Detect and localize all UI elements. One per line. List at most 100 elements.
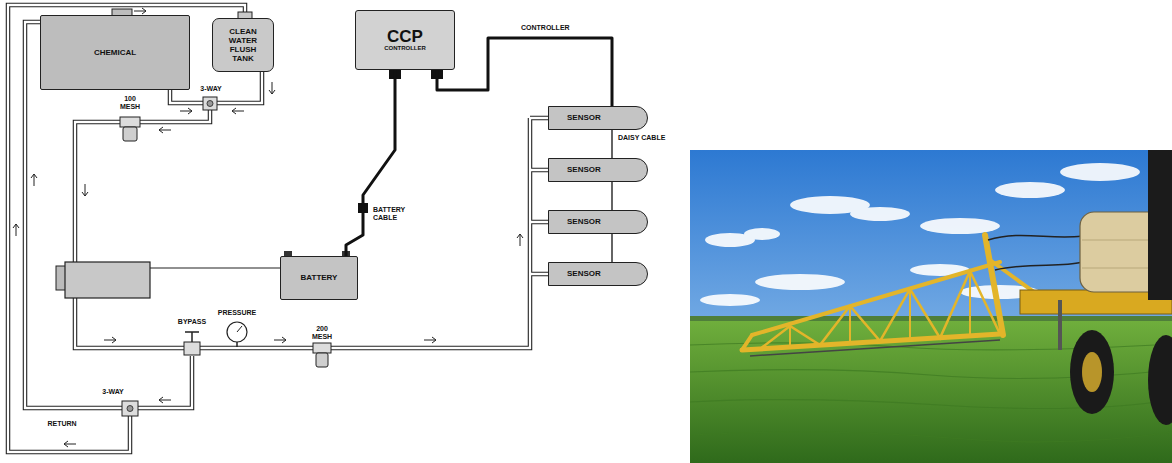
- sky: [690, 150, 1172, 463]
- flow-arrow: [180, 108, 192, 114]
- boom-truss: [760, 271, 1000, 349]
- daisy-cable: [611, 182, 612, 210]
- power-wire: [150, 256, 288, 268]
- cab: [1148, 150, 1172, 300]
- wheel: [1148, 335, 1172, 425]
- cloud: [755, 274, 845, 290]
- cloud: [744, 228, 780, 240]
- valve-label-box: 3-WAY: [101, 388, 125, 396]
- cable-label-box: CONTROLLER: [520, 24, 571, 32]
- node-text: BATTERY: [301, 273, 338, 282]
- pipe-run: [8, 5, 548, 452]
- sprayer-photo: [690, 150, 1172, 463]
- valve-core: [207, 101, 213, 107]
- flow-arrow: [159, 397, 171, 403]
- node-text: CLEAN WATER FLUSH TANK: [225, 27, 261, 64]
- controller-cable: [437, 38, 612, 106]
- boom-mast: [985, 235, 1003, 335]
- flow-arrow: [159, 127, 171, 133]
- gauge-label-box: PRESSURE: [217, 309, 258, 317]
- sensor-box: SENSOR: [548, 210, 648, 234]
- cable-label: DAISY CABLE: [617, 134, 666, 142]
- sensor-box: SENSOR: [548, 158, 648, 182]
- boom-lower-chord: [742, 334, 1000, 350]
- three-way-valve: [203, 97, 217, 110]
- node-text: SENSOR: [567, 165, 601, 174]
- daisy-cable: [611, 234, 612, 262]
- boom-struts: [790, 271, 970, 347]
- cable-label-box: BATTERY CABLE: [372, 206, 418, 222]
- flow-arrows: [13, 8, 523, 447]
- filter-bowl: [123, 127, 137, 141]
- flush-tank: CLEAN WATER FLUSH TANK: [212, 18, 274, 72]
- cloud: [700, 294, 760, 306]
- filter-label-box: 100 MESH: [116, 95, 144, 111]
- flow-arrow: [31, 174, 37, 186]
- boom: [742, 235, 1045, 350]
- node-text: SENSOR: [567, 269, 601, 278]
- valve-label-box: BYPASS: [177, 318, 207, 326]
- wheel-hub: [1082, 352, 1102, 392]
- cable-label: BATTERY CABLE: [372, 206, 418, 222]
- cloud: [1060, 163, 1140, 181]
- filter-head: [313, 343, 331, 353]
- sensor-box: SENSOR: [548, 106, 648, 130]
- cloud: [850, 207, 910, 221]
- node-text: CHEMICAL: [94, 48, 136, 57]
- cable-label-box: DAISY CABLE: [617, 134, 666, 142]
- node-text: SENSOR: [567, 113, 601, 122]
- flow-arrow: [64, 441, 76, 447]
- field: [690, 321, 1172, 463]
- valve-core: [127, 406, 133, 412]
- filter-bowl: [316, 353, 328, 367]
- cloud: [995, 182, 1065, 198]
- pump-body: [65, 262, 150, 298]
- controller-box: CCPCONTROLLER: [355, 10, 455, 70]
- cable-label: CONTROLLER: [520, 24, 571, 32]
- filter-head: [120, 117, 140, 127]
- flow-arrow: [82, 184, 88, 196]
- valve-handle: [185, 332, 199, 342]
- pipe-core-run: [8, 5, 548, 452]
- flow-arrow: [13, 224, 19, 236]
- node-text: SENSOR: [567, 217, 601, 226]
- crop-row: [690, 432, 1172, 442]
- boom-upper-chord: [752, 262, 1000, 335]
- filter-label: 200 MESH: [308, 325, 336, 341]
- bypass-valve: [184, 342, 200, 355]
- filter-label-box: 200 MESH: [308, 325, 336, 341]
- valve-label-box: 3-WAY: [199, 85, 223, 93]
- node-text: CCP: [387, 28, 423, 46]
- cloud: [920, 218, 1000, 234]
- valve-label: 3-WAY: [101, 388, 125, 396]
- flow-arrow: [269, 82, 275, 94]
- gauge-label: PRESSURE: [217, 309, 258, 317]
- gauge-stem: [236, 342, 238, 347]
- boom-end: [742, 335, 752, 350]
- line-label-box: RETURN: [46, 420, 77, 428]
- sensor-box: SENSOR: [548, 262, 648, 286]
- flow-arrow: [232, 108, 244, 114]
- daisy-cable: [611, 130, 612, 158]
- node-subtext: CONTROLLER: [384, 45, 426, 52]
- hydraulic-hose: [988, 235, 1082, 270]
- wheel: [1070, 330, 1114, 414]
- three-way-valve: [122, 401, 138, 416]
- filter-label: 100 MESH: [116, 95, 144, 111]
- wheel-strut: [1058, 300, 1062, 350]
- flow-arrow: [274, 337, 286, 343]
- battery-cable: [346, 70, 395, 256]
- pipe-outline: [8, 5, 548, 452]
- pipe-core: [8, 5, 548, 452]
- flow-arrow: [424, 337, 436, 343]
- flow-arrow: [517, 234, 523, 246]
- chemical-tank: CHEMICAL: [40, 15, 190, 90]
- valve-label: 3-WAY: [199, 85, 223, 93]
- pressure-gauge: [227, 322, 247, 342]
- line-label: RETURN: [46, 420, 77, 428]
- flow-arrow: [104, 337, 116, 343]
- flow-arrow: [134, 8, 146, 14]
